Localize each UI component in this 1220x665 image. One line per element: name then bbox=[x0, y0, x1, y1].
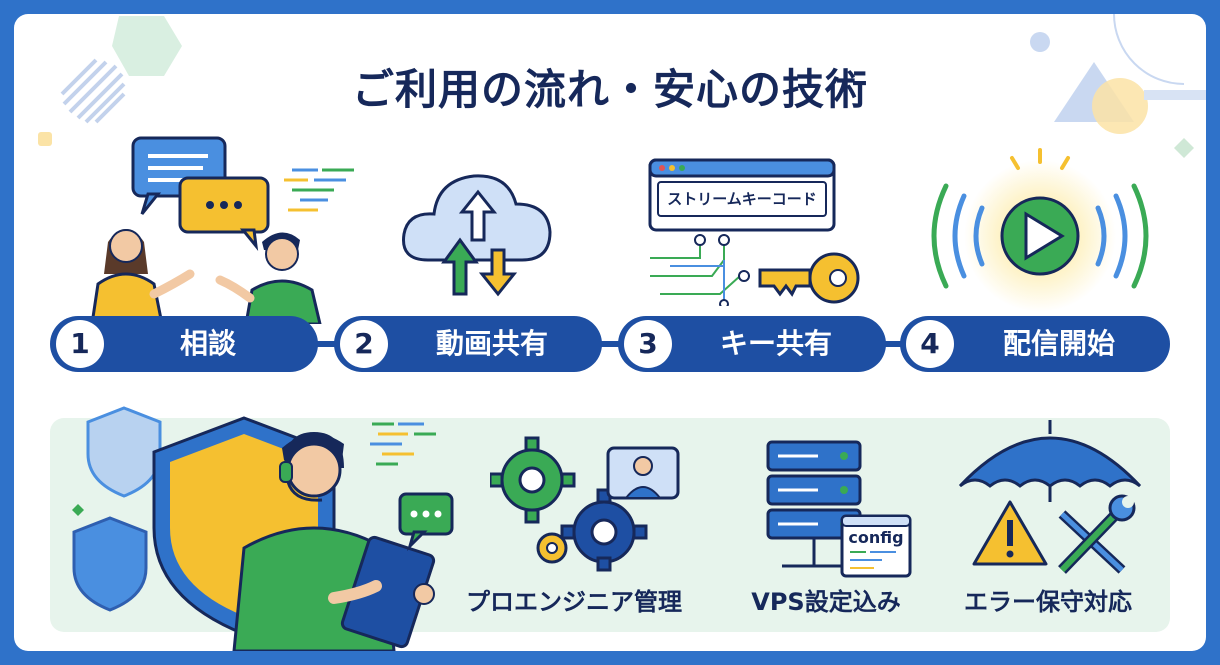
step-connector bbox=[598, 341, 628, 347]
step-4-pill: 4 配信開始 bbox=[900, 316, 1170, 372]
step-connector bbox=[314, 341, 344, 347]
step-4-number: 4 bbox=[906, 320, 954, 368]
decorative-shapes-left bbox=[38, 16, 182, 146]
umbrella-tools-icon bbox=[958, 420, 1142, 574]
stream-key-window-label: ストリームキーコード bbox=[667, 190, 817, 208]
step-4-label: 配信開始 bbox=[1002, 327, 1115, 360]
step-1-pill: 1 相談 bbox=[50, 316, 318, 372]
gears-engineer-icon bbox=[490, 436, 680, 572]
step-2-number: 2 bbox=[340, 320, 388, 368]
step-1-number: 1 bbox=[56, 320, 104, 368]
cloud-upload-download-icon bbox=[402, 174, 552, 297]
page-title: ご利用の流れ・安心の技術 bbox=[351, 65, 868, 114]
consultation-people-icon bbox=[90, 136, 354, 324]
config-window-label: config bbox=[848, 528, 904, 547]
feature-label-engineer: プロエンジニア管理 bbox=[466, 588, 682, 616]
step-2-label: 動画共有 bbox=[435, 327, 548, 360]
step-3-label: キー共有 bbox=[719, 327, 832, 360]
step-3-pill: 3 キー共有 bbox=[618, 316, 886, 372]
feature-label-vps: VPS設定込み bbox=[751, 588, 901, 616]
step-connector bbox=[880, 341, 910, 347]
infographic-frame: ご利用の流れ・安心の技術 bbox=[14, 14, 1206, 651]
play-broadcast-icon bbox=[931, 148, 1149, 312]
decorative-shapes-right bbox=[1030, 14, 1206, 158]
step-2-pill: 2 動画共有 bbox=[334, 316, 602, 372]
security-shields-engineer-icon bbox=[72, 406, 454, 651]
server-config-icon bbox=[766, 440, 912, 578]
feature-label-maintenance: エラー保守対応 bbox=[964, 588, 1132, 616]
step-1-label: 相談 bbox=[179, 327, 236, 360]
key-icon bbox=[648, 158, 860, 306]
step-3-number: 3 bbox=[624, 320, 672, 368]
